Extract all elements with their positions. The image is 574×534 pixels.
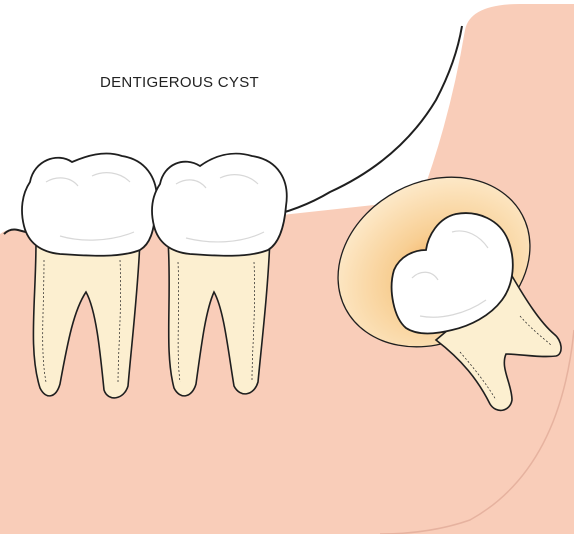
tooth-2 [151,152,288,397]
impacted-tooth-root [434,274,562,412]
gum-tissue [0,4,574,534]
impacted-tooth-crown [390,212,514,335]
jaw-edge [379,329,574,534]
tooth-1-root [32,239,141,399]
tooth-1-crown [21,152,158,257]
tooth-2-crown [151,152,288,257]
tooth-2-root [167,237,271,397]
diagram-title: DENTIGEROUS CYST [100,74,259,91]
tooth-1 [21,152,158,399]
